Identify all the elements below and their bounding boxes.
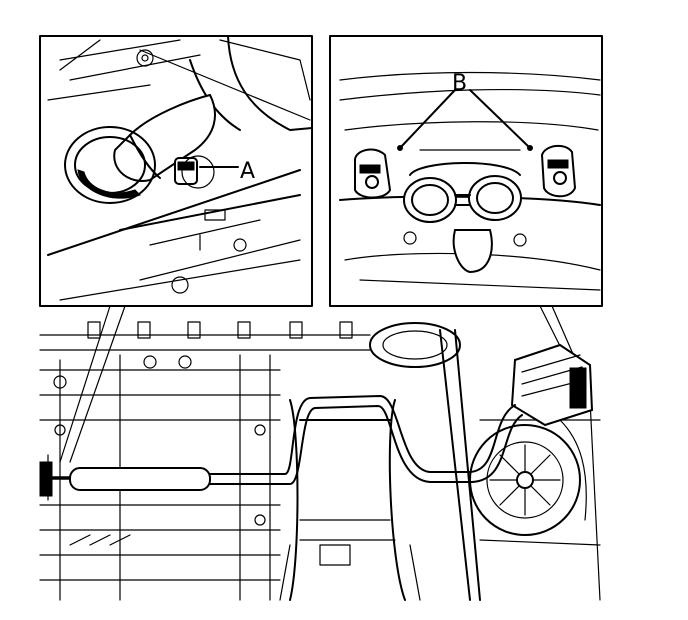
detail-inset-a: A bbox=[39, 35, 313, 307]
callout-b-label: B bbox=[452, 71, 467, 96]
callout-a-label: A bbox=[240, 159, 255, 184]
inset-a-pointer-right bbox=[59, 305, 111, 463]
underbody-view bbox=[39, 321, 601, 601]
front-muffler bbox=[69, 467, 211, 491]
inset-a-frame bbox=[39, 35, 313, 307]
leader-b-left bbox=[399, 89, 456, 149]
rotor bbox=[469, 424, 581, 536]
inset-a-pointer-left bbox=[69, 305, 126, 463]
inset-b-frame bbox=[329, 35, 603, 307]
leader-b-right bbox=[469, 89, 531, 149]
detail-inset-b: B bbox=[329, 35, 603, 307]
